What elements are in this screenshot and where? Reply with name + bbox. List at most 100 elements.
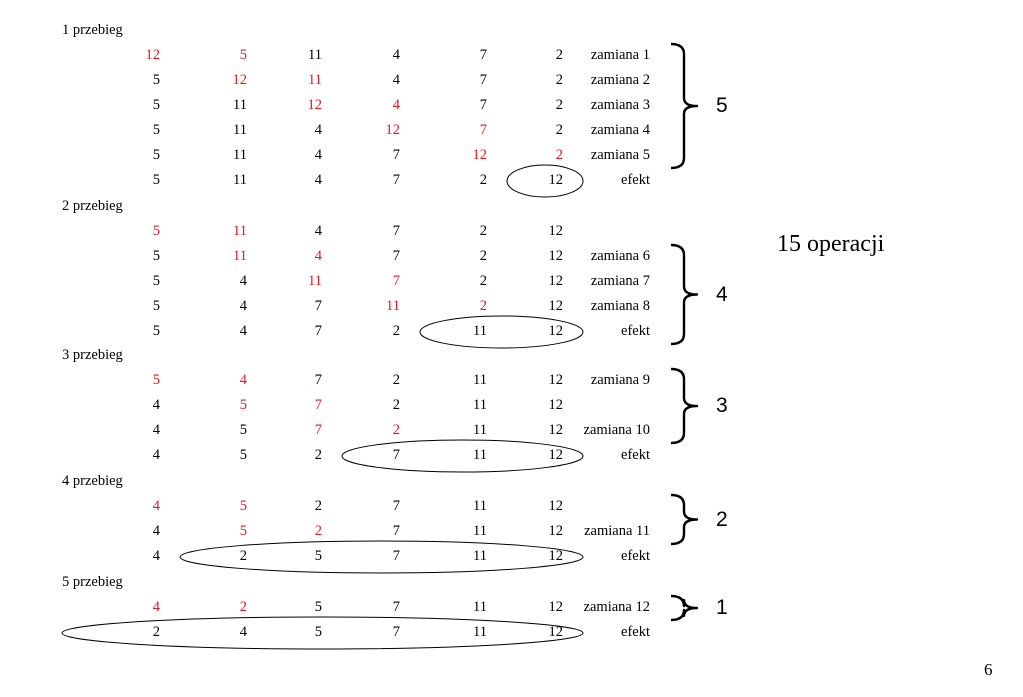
array-value: 11 <box>233 172 247 188</box>
swap-label: zamiana 6 <box>590 248 650 264</box>
pass-label: 2 przebieg <box>62 198 123 214</box>
swap-label: zamiana 5 <box>590 147 650 163</box>
array-value: 11 <box>308 72 322 88</box>
array-value: 2 <box>479 248 487 264</box>
array-value: 4 <box>239 624 247 640</box>
array-value: 7 <box>392 223 400 239</box>
array-value: 5 <box>152 122 160 138</box>
array-value: 7 <box>392 498 400 514</box>
swap-count: 2 <box>716 507 728 531</box>
array-value: 4 <box>392 47 400 63</box>
array-value: 12 <box>472 147 488 163</box>
swap-label: zamiana 8 <box>590 298 650 314</box>
swap-label: zamiana 11 <box>584 523 650 539</box>
array-value: 5 <box>152 72 160 88</box>
array-value: 4 <box>239 323 247 339</box>
array-value: 11 <box>473 323 487 339</box>
array-value: 4 <box>152 599 160 615</box>
pass-label: 3 przebieg <box>62 347 123 363</box>
swap-label: zamiana 4 <box>590 122 650 138</box>
array-value: 12 <box>548 323 564 339</box>
array-value: 7 <box>392 248 400 264</box>
swap-label: zamiana 10 <box>583 422 650 438</box>
array-value: 4 <box>314 248 322 264</box>
array-value: 7 <box>479 122 487 138</box>
array-value: 12 <box>548 422 564 438</box>
array-value: 12 <box>548 447 564 463</box>
array-value: 4 <box>152 422 160 438</box>
array-value: 2 <box>392 372 400 388</box>
array-value: 11 <box>473 498 487 514</box>
swap-count: 4 <box>716 282 728 306</box>
array-value: 12 <box>548 172 564 188</box>
result-label: efekt <box>621 172 650 188</box>
array-value: 2 <box>555 122 563 138</box>
array-value: 11 <box>473 397 487 413</box>
array-value: 5 <box>314 624 322 640</box>
array-value: 2 <box>555 97 563 113</box>
page-number: 6 <box>984 660 993 679</box>
array-value: 2 <box>392 397 400 413</box>
array-value: 7 <box>479 47 487 63</box>
result-label: efekt <box>621 447 650 463</box>
array-value: 2 <box>555 47 563 63</box>
array-value: 11 <box>473 447 487 463</box>
pass-label: 4 przebieg <box>62 473 123 489</box>
array-value: 11 <box>473 624 487 640</box>
array-value: 7 <box>314 323 322 339</box>
array-value: 12 <box>145 47 161 63</box>
array-value: 7 <box>314 298 322 314</box>
array-value: 11 <box>473 599 487 615</box>
array-value: 7 <box>479 72 487 88</box>
array-value: 4 <box>152 447 160 463</box>
array-value: 2 <box>479 172 487 188</box>
array-value: 2 <box>479 273 487 289</box>
array-value: 5 <box>314 599 322 615</box>
array-value: 5 <box>239 498 247 514</box>
array-value: 11 <box>233 97 247 113</box>
array-value: 2 <box>392 323 400 339</box>
swap-count: 5 <box>716 94 728 117</box>
swap-label: zamiana 3 <box>590 97 650 113</box>
array-value: 12 <box>548 548 564 564</box>
swap-count: 3 <box>716 394 728 417</box>
array-value: 12 <box>548 248 564 264</box>
total-operations-label: 15 operacji <box>777 231 885 257</box>
result-label: efekt <box>621 323 650 339</box>
array-value: 7 <box>392 548 400 564</box>
array-value: 5 <box>239 47 247 63</box>
array-value: 4 <box>152 397 160 413</box>
array-value: 2 <box>479 223 487 239</box>
array-value: 7 <box>314 397 322 413</box>
array-value: 11 <box>233 122 247 138</box>
array-value: 7 <box>392 447 400 463</box>
array-value: 4 <box>152 548 160 564</box>
array-value: 11 <box>233 248 247 264</box>
array-value: 11 <box>233 147 247 163</box>
array-value: 7 <box>479 97 487 113</box>
array-value: 4 <box>239 273 247 289</box>
array-value: 5 <box>239 397 247 413</box>
array-value: 2 <box>392 422 400 438</box>
array-value: 5 <box>152 97 160 113</box>
array-value: 12 <box>548 624 564 640</box>
array-value: 4 <box>239 372 247 388</box>
array-value: 4 <box>314 172 322 188</box>
array-value: 12 <box>307 97 323 113</box>
array-value: 2 <box>314 498 322 514</box>
array-value: 2 <box>314 523 322 539</box>
pass-label: 1 przebieg <box>62 22 123 38</box>
array-value: 5 <box>152 273 160 289</box>
array-value: 2 <box>555 147 563 163</box>
swap-label: zamiana 2 <box>590 72 650 88</box>
array-value: 5 <box>152 147 160 163</box>
array-value: 12 <box>548 298 564 314</box>
array-value: 7 <box>314 422 322 438</box>
swap-label: zamiana 1 <box>590 47 650 63</box>
array-value: 12 <box>548 599 564 615</box>
array-value: 11 <box>233 223 247 239</box>
array-value: 7 <box>392 599 400 615</box>
array-value: 4 <box>392 97 400 113</box>
array-value: 4 <box>152 523 160 539</box>
array-value: 11 <box>308 273 322 289</box>
